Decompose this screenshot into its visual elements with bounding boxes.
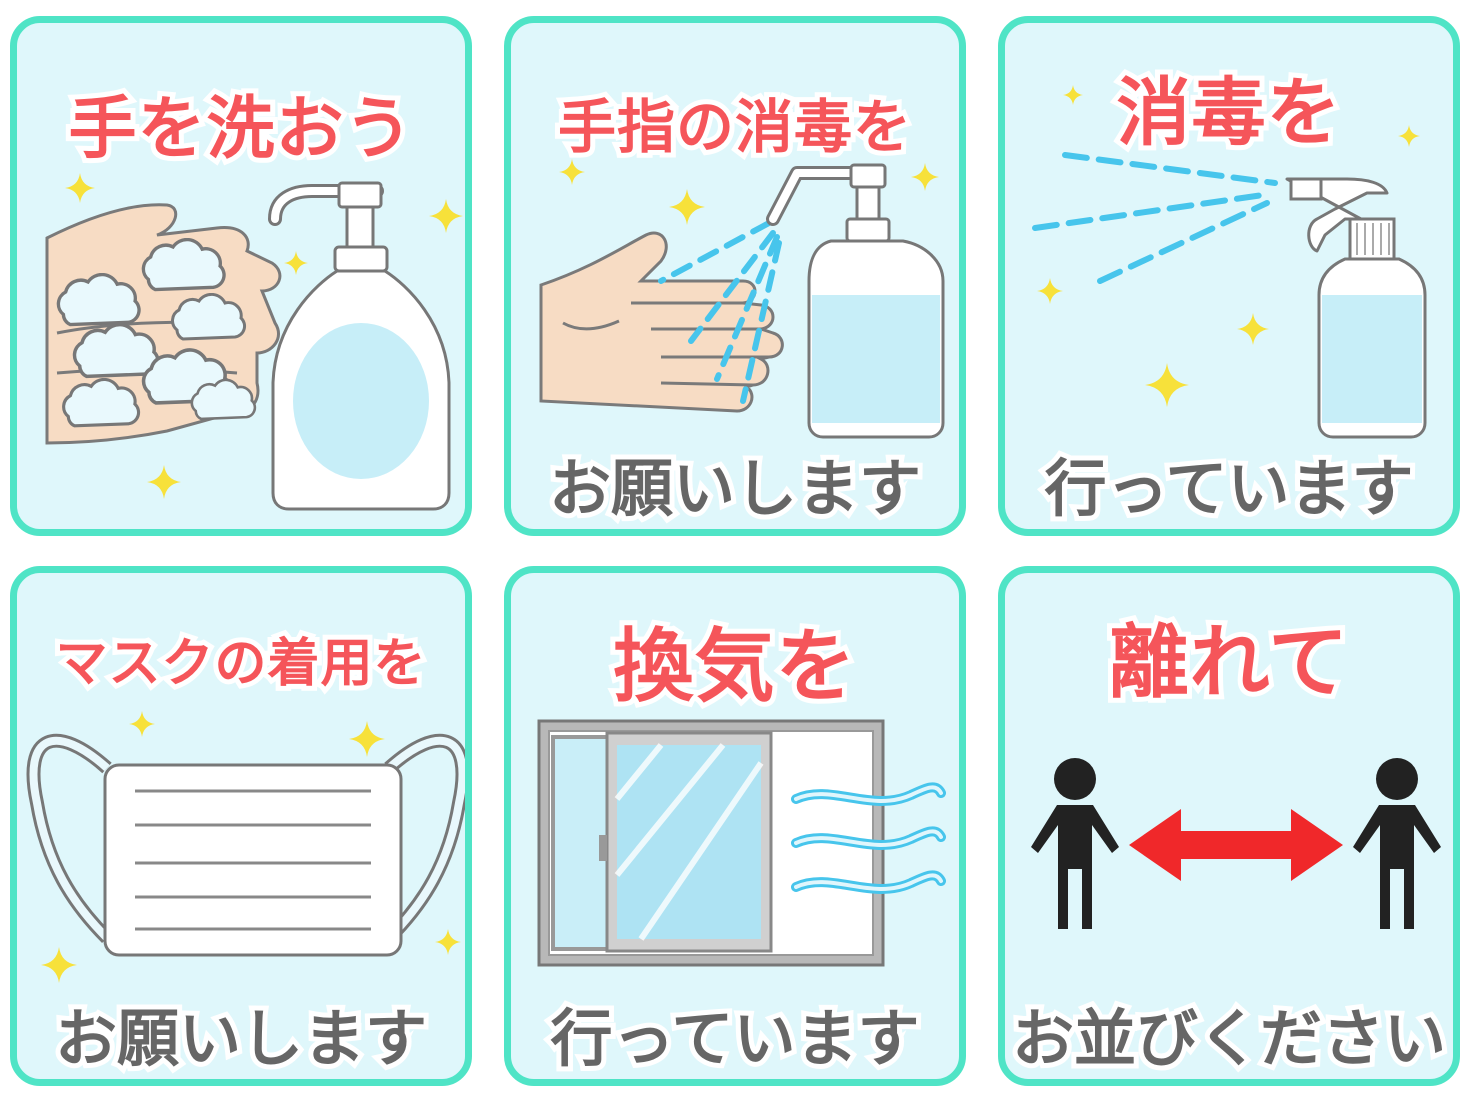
panel-caption: お願いします: [50, 997, 432, 1079]
bubbly-hands-icon: [45, 203, 282, 445]
panel-title: マスクの着用を: [50, 629, 430, 699]
hand-icon: [539, 231, 784, 413]
sanitizer-pump-bottle-icon: [766, 163, 945, 439]
panel-title: 消毒を: [1112, 65, 1346, 161]
spray-mist-icon: [658, 220, 782, 404]
ventilation-panel: 換気を 行っています: [504, 566, 966, 1086]
panel-title: 手指の消毒を: [553, 88, 916, 166]
ventilation-illustration: [537, 719, 946, 967]
panel-caption: お並びください: [1007, 997, 1451, 1079]
wind-icon: [791, 782, 946, 894]
panel-caption: 行っています: [546, 997, 925, 1079]
hand-sanitize-illustration: [539, 159, 945, 439]
mask-illustration: [26, 711, 465, 983]
distancing-illustration: [1031, 758, 1441, 929]
panel-title: 離れて: [1104, 611, 1354, 714]
mask-panel: マスクの着用を お願いします: [10, 566, 472, 1086]
handwash-illustration: [45, 173, 463, 511]
panel-title: 手を洗おう: [63, 85, 417, 174]
panel-caption: お願いします: [544, 447, 926, 529]
spray-bottle-icon: [1285, 177, 1427, 439]
hand-sanitize-panel: 手指の消毒を お願いします: [504, 16, 966, 536]
face-mask-icon: [26, 733, 465, 957]
person-icon: [1031, 758, 1119, 929]
spray-mist-icon: [1032, 152, 1278, 284]
disinfection-panel: 消毒を 行っています: [998, 16, 1460, 536]
person-icon: [1353, 758, 1441, 929]
double-arrow-icon: [1129, 809, 1343, 881]
panel-title: 換気を: [609, 615, 861, 718]
soap-pump-bottle-icon: [268, 181, 451, 511]
disinfection-illustration: [1032, 85, 1427, 439]
panel-caption: 行っています: [1040, 447, 1419, 529]
sliding-window-icon: [537, 719, 885, 967]
distancing-panel: 離れて お並びください: [998, 566, 1460, 1086]
handwash-panel: 手を洗おう: [10, 16, 472, 536]
